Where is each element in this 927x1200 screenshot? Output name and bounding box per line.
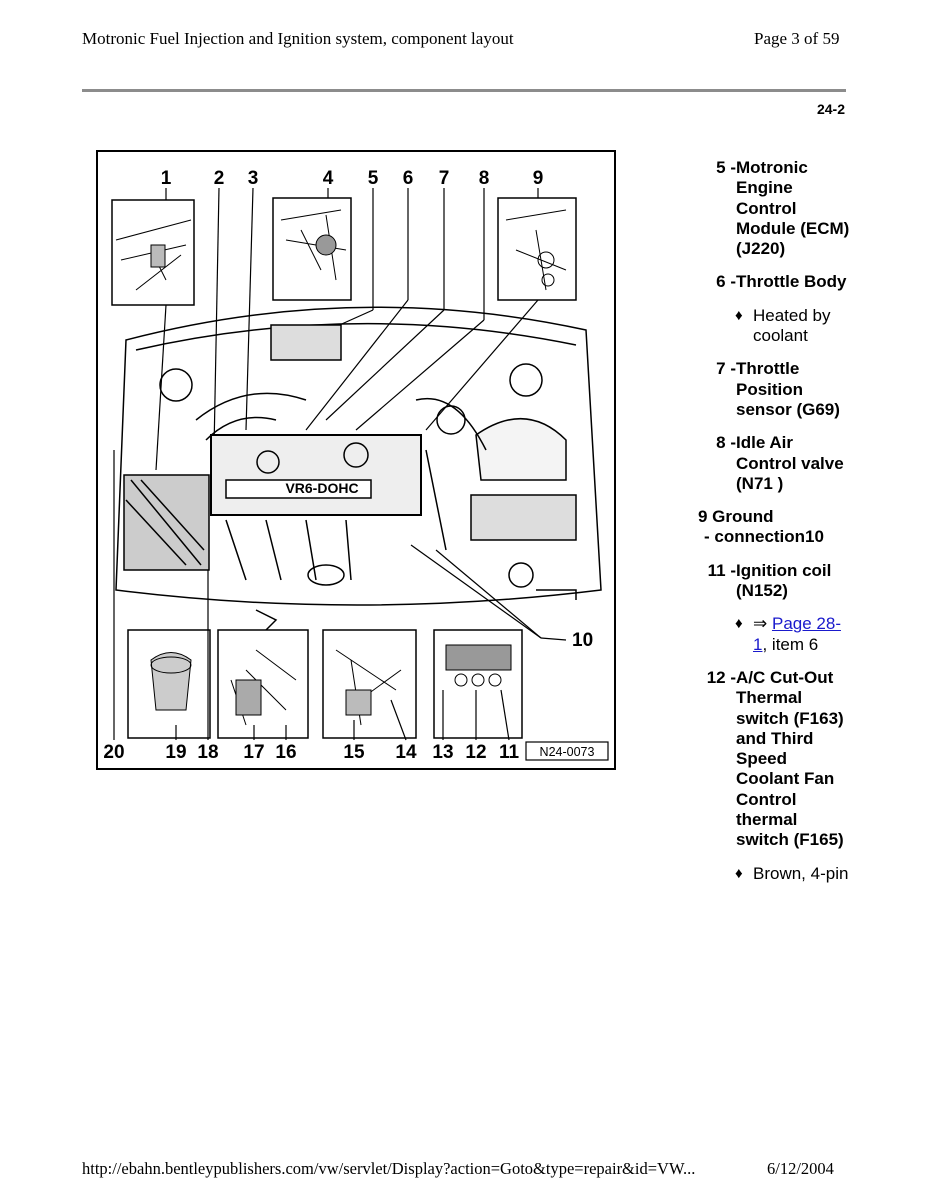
page-indicator: Page 3 of 59 [754, 29, 840, 48]
callout-19: 19 [165, 742, 186, 763]
legend-note-11: ♦ ⇒ Page 28-1, item 6 [735, 614, 841, 654]
callout-4: 4 [323, 168, 334, 189]
footer-date: 6/12/2004 [767, 1159, 834, 1178]
engine-label: VR6-DOHC [285, 480, 358, 496]
legend-item-12: 12 - A/C Cut-Out Thermal switch (F163) a… [706, 667, 844, 850]
inset-box-19 [127, 629, 211, 739]
legend-note-12: ♦ Brown, 4-pin [735, 863, 849, 883]
inset-box-17 [217, 629, 309, 739]
callout-15: 15 [343, 742, 365, 763]
legend-note-6: ♦ Heated by coolant [735, 305, 831, 346]
header-rule [82, 89, 846, 92]
diamond-bullet-icon: ♦ [735, 864, 743, 882]
arrow-icon: ⇒ [753, 614, 768, 634]
callout-10: 10 [572, 630, 593, 651]
engine-component-diagram: 1 2 3 4 5 6 7 8 9 [96, 150, 616, 770]
inset-box-4 [272, 197, 352, 301]
callout-6: 6 [403, 168, 414, 189]
document-title: Motronic Fuel Injection and Ignition sys… [82, 29, 514, 48]
callout-17: 17 [243, 742, 264, 763]
callout-7: 7 [439, 168, 450, 189]
callout-5: 5 [368, 168, 379, 189]
callout-16: 16 [275, 742, 296, 763]
callout-20: 20 [103, 742, 124, 763]
legend-item-7: 7 - Throttle Position sensor (G69) [716, 359, 840, 419]
callout-14: 14 [395, 742, 417, 763]
callout-3: 3 [248, 168, 259, 189]
callout-12: 12 [465, 742, 486, 763]
inset-box-13 [433, 629, 523, 739]
legend-item-5: 5 - Motronic Engine Control Module (ECM)… [716, 158, 850, 259]
section-code: 24-2 [816, 101, 845, 117]
legend-item-8: 8 - Idle Air Control valve (N71 ) [716, 433, 844, 493]
callout-2: 2 [214, 168, 225, 189]
diamond-bullet-icon: ♦ [735, 306, 743, 324]
callout-11: 11 [499, 742, 520, 763]
inset-box-9 [497, 197, 577, 301]
diamond-bullet-icon: ♦ [735, 615, 743, 633]
callout-8: 8 [479, 168, 490, 189]
legend-item-11: 11 - Ignition coil (N152) [707, 560, 832, 601]
callout-1: 1 [161, 168, 172, 189]
legend-item-9: 9 Ground - connection10 [698, 507, 824, 547]
figure-id: N24-0073 [540, 745, 595, 759]
inset-box-15 [322, 629, 417, 739]
component-legend: 5 - Motronic Engine Control Module (ECM)… [690, 158, 850, 897]
page-link[interactable]: Page 28-1 [753, 614, 841, 654]
callout-9: 9 [533, 168, 544, 189]
inset-box-1 [111, 199, 195, 306]
callout-13: 13 [432, 742, 453, 763]
footer-url: http://ebahn.bentleypublishers.com/vw/se… [82, 1159, 696, 1178]
callout-18: 18 [197, 742, 218, 763]
legend-item-6: 6 - Throttle Body [716, 272, 847, 292]
